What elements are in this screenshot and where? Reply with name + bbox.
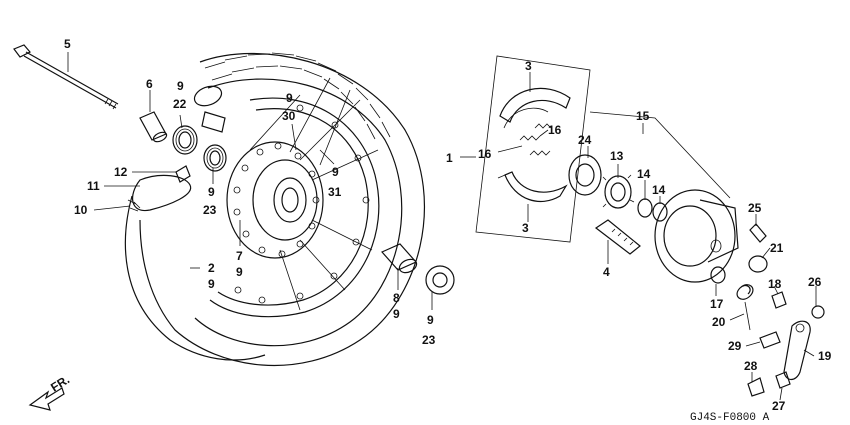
- callout-9: 9: [236, 265, 243, 279]
- return-spring-20: [736, 284, 754, 331]
- callout-10: 10: [74, 203, 88, 217]
- callout-11: 11: [87, 179, 100, 193]
- callout-9: 9: [332, 165, 339, 179]
- callout-27: 27: [772, 399, 786, 413]
- clip-18: [771, 291, 787, 309]
- callout-23: 23: [422, 333, 436, 347]
- callout-6: 6: [146, 77, 153, 91]
- wheel-bearing-lower: [203, 144, 227, 172]
- bolt-29: [759, 331, 781, 349]
- nut-26: [811, 305, 825, 319]
- callout-3: 3: [525, 59, 532, 73]
- callout-9: 9: [286, 91, 293, 105]
- callout-14: 14: [652, 183, 666, 197]
- callout-25: 25: [748, 201, 762, 215]
- brake-arm-19: [783, 320, 811, 381]
- callout-30: 30: [282, 109, 296, 123]
- front-wheel: [139, 52, 425, 366]
- leader-lines: [67, 52, 817, 401]
- axle-bolt: [13, 44, 119, 110]
- callout-22: 22: [173, 97, 187, 111]
- brake-panel-frame: [568, 111, 739, 283]
- callout-9: 9: [208, 277, 215, 291]
- callout-16: 16: [548, 123, 562, 137]
- bolt-28: [747, 377, 765, 397]
- callout-24: 24: [578, 133, 592, 147]
- direction-label: FR.: [48, 372, 72, 394]
- callout-9: 9: [177, 79, 184, 93]
- callout-26: 26: [808, 275, 822, 289]
- callout-31: 31: [328, 185, 342, 199]
- callout-7: 7: [236, 249, 243, 263]
- brake-cam: [594, 219, 641, 255]
- brake-shoe-kit-frame: [475, 55, 591, 243]
- callout-18: 18: [768, 277, 782, 291]
- callout-28: 28: [744, 359, 758, 373]
- callout-23: 23: [203, 203, 217, 217]
- side-collar: [381, 243, 418, 274]
- callout-29: 29: [728, 339, 742, 353]
- axle-spacer: [139, 111, 168, 143]
- callout-2: 2: [208, 261, 215, 275]
- front-direction-arrow: [28, 387, 65, 411]
- callouts: 5 6 9 22 9 30 12 11 10 9 23 9 31 7 9 2 9…: [48, 37, 832, 424]
- callout-8: 8: [393, 291, 400, 305]
- tire-tube: [124, 165, 266, 361]
- callout-14: 14: [637, 167, 651, 181]
- callout-21: 21: [770, 241, 784, 255]
- valve-stem: [193, 85, 226, 133]
- callout-9: 9: [208, 185, 215, 199]
- callout-17: 17: [710, 297, 724, 311]
- callout-19: 19: [818, 349, 832, 363]
- callout-9: 9: [427, 313, 434, 327]
- callout-9: 9: [393, 307, 400, 321]
- wheel-bearing-upper: [172, 125, 198, 155]
- callout-15: 15: [636, 109, 650, 123]
- callout-20: 20: [712, 315, 726, 329]
- joint-21: [748, 255, 768, 273]
- callout-1: 1: [446, 151, 453, 165]
- callout-16: 16: [478, 147, 492, 161]
- bolt-25: [749, 223, 767, 243]
- seal-17: [710, 266, 726, 284]
- callout-4: 4: [603, 265, 610, 279]
- callout-5: 5: [64, 37, 71, 51]
- callout-12: 12: [114, 165, 128, 179]
- callout-3: 3: [522, 221, 529, 235]
- diagram-code: GJ4S-F0800 A: [690, 412, 770, 424]
- callout-13: 13: [610, 149, 624, 163]
- pin-27: [775, 371, 791, 389]
- dust-seal: [425, 265, 455, 295]
